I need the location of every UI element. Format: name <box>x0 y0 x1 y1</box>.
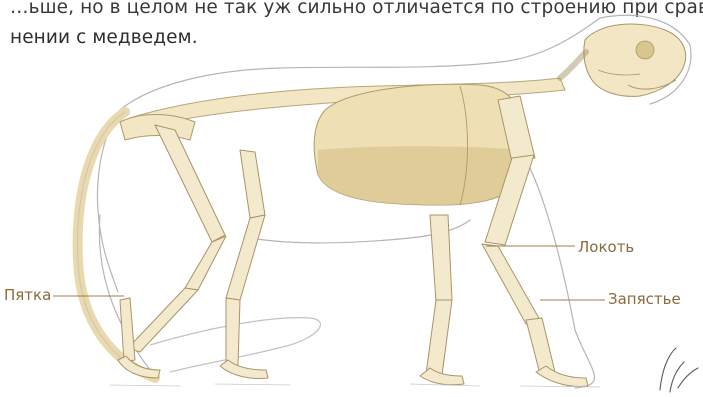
rib-cage <box>314 84 529 205</box>
label-heel: Пятка <box>4 286 51 304</box>
label-elbow: Локоть <box>578 238 634 256</box>
skull <box>560 24 686 96</box>
hind-legs <box>118 125 268 379</box>
tail <box>78 112 321 378</box>
label-wrist: Запястье <box>608 290 681 308</box>
ground-sketch <box>110 384 600 387</box>
artist-signature <box>660 348 698 392</box>
